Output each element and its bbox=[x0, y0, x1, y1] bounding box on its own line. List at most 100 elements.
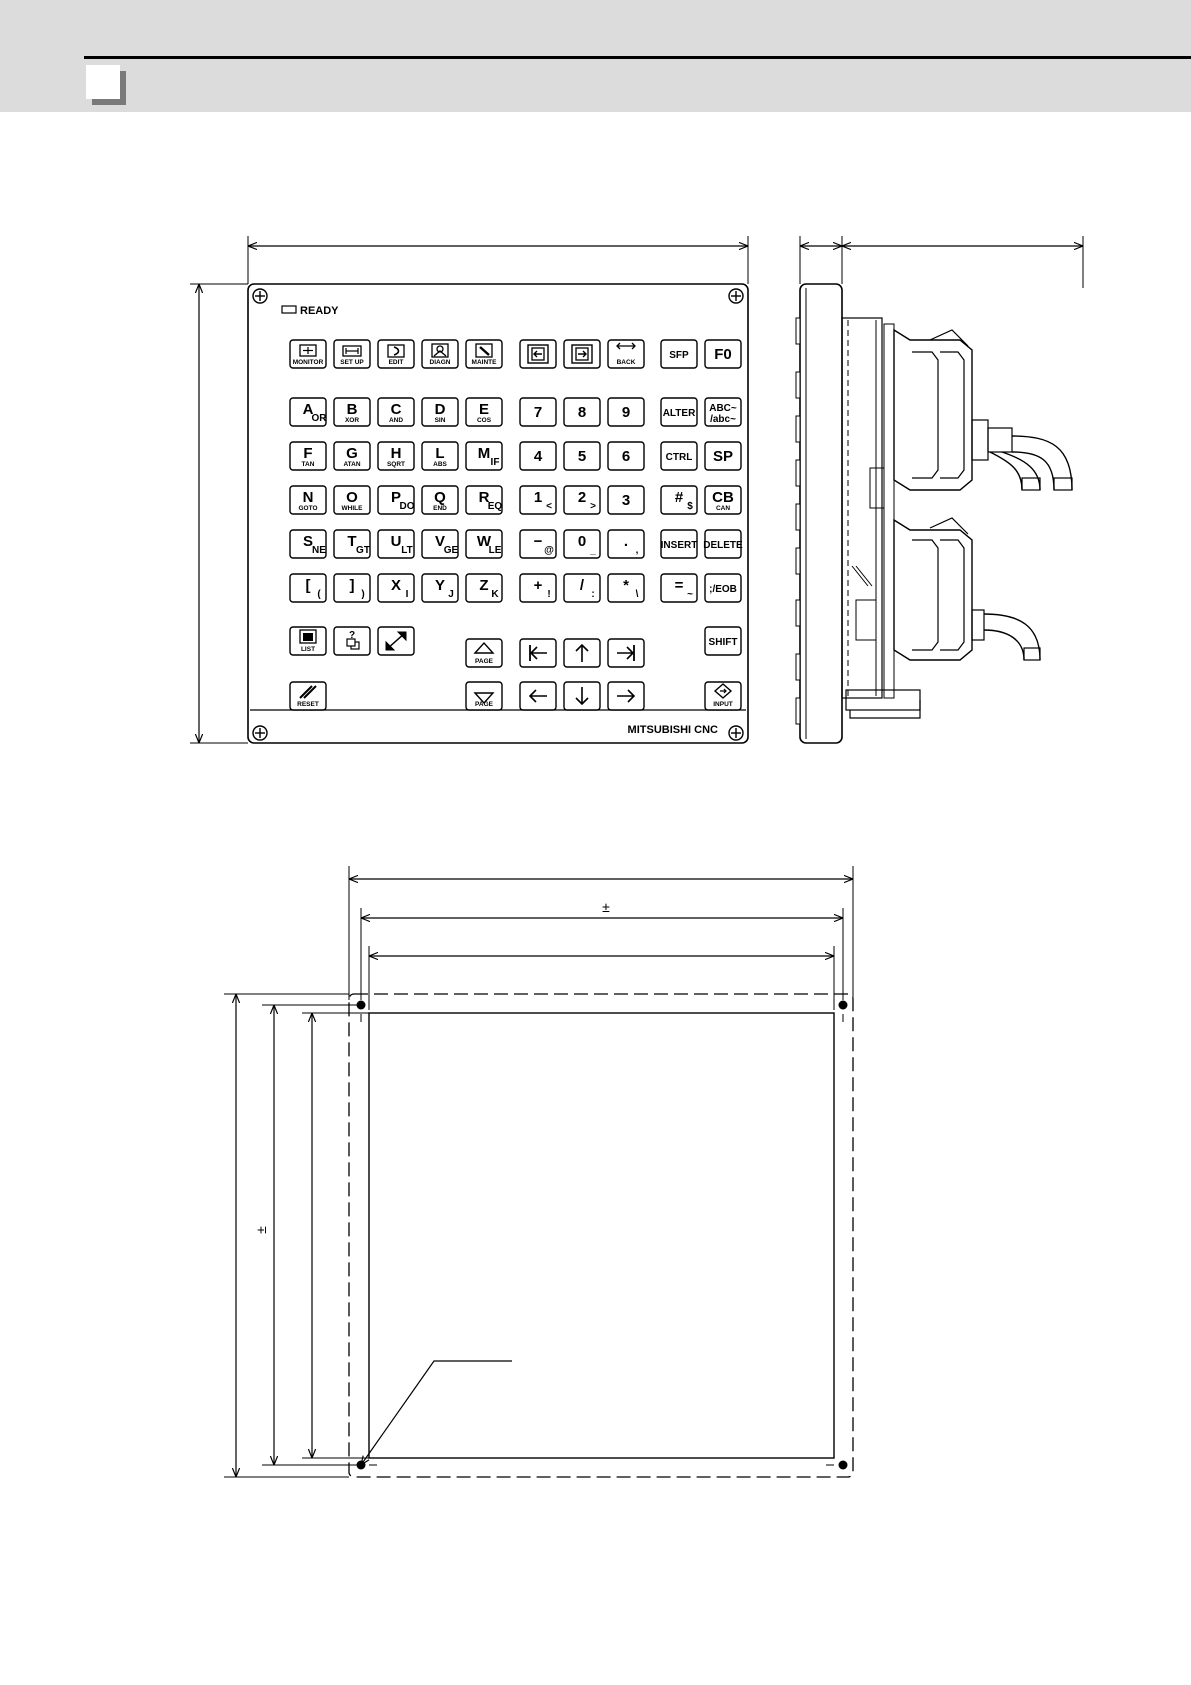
key-setup[interactable]: SET UP bbox=[333, 339, 371, 369]
key-sublabel: OR bbox=[312, 413, 328, 424]
key-asterisk[interactable]: *\ bbox=[607, 573, 645, 603]
key-3[interactable]: 3 bbox=[607, 485, 645, 515]
key-minus[interactable]: −@ bbox=[519, 529, 557, 559]
key-7[interactable]: 7 bbox=[519, 397, 557, 427]
key-abc[interactable]: ABC~/abc~ bbox=[704, 397, 742, 427]
key-sp[interactable]: SP bbox=[704, 441, 742, 471]
key-label: = bbox=[675, 577, 684, 594]
key-dot[interactable]: ., bbox=[607, 529, 645, 559]
back-arrows-icon bbox=[616, 342, 636, 350]
key-shift[interactable]: SHIFT bbox=[704, 626, 742, 656]
key-sublabel: XOR bbox=[345, 417, 359, 424]
key-w[interactable]: WLE bbox=[465, 529, 503, 559]
key-eob[interactable]: ;/EOB bbox=[704, 573, 742, 603]
key-sublabel: TAN bbox=[302, 461, 315, 468]
key-m[interactable]: MIF bbox=[465, 441, 503, 471]
key-reset[interactable]: RESET bbox=[289, 681, 327, 711]
key-back[interactable]: BACK bbox=[607, 339, 645, 369]
key-sublabel: SIN bbox=[435, 417, 446, 424]
key-monitor[interactable]: MONITOR bbox=[289, 339, 327, 369]
key-z[interactable]: ZK bbox=[465, 573, 503, 603]
jump-left-icon bbox=[529, 645, 547, 661]
key-sublabel: LIST bbox=[301, 646, 315, 653]
key-8[interactable]: 8 bbox=[563, 397, 601, 427]
key-diagn[interactable]: DIAGN bbox=[421, 339, 459, 369]
key-label: ABC~ bbox=[709, 403, 737, 414]
key-rbracket[interactable]: ]) bbox=[333, 573, 371, 603]
key-sublabel: IF bbox=[491, 457, 500, 468]
key-help[interactable]: ? bbox=[333, 626, 371, 656]
screw-icon bbox=[728, 288, 744, 304]
key-resize[interactable] bbox=[377, 626, 415, 656]
key-alter[interactable]: ALTER bbox=[660, 397, 698, 427]
key-9[interactable]: 9 bbox=[607, 397, 645, 427]
key-5[interactable]: 5 bbox=[563, 441, 601, 471]
key-sublabel: GT bbox=[356, 545, 370, 556]
header-rule bbox=[84, 56, 1191, 59]
key-slash[interactable]: /: bbox=[563, 573, 601, 603]
key-label: O bbox=[346, 489, 358, 506]
key-6[interactable]: 6 bbox=[607, 441, 645, 471]
key-insert[interactable]: INSERT bbox=[660, 529, 698, 559]
key-plus[interactable]: +! bbox=[519, 573, 557, 603]
key-equals[interactable]: =~ bbox=[660, 573, 698, 603]
key-end[interactable] bbox=[607, 638, 645, 668]
key-2[interactable]: 2> bbox=[563, 485, 601, 515]
key-list[interactable]: LIST bbox=[289, 626, 327, 656]
key-x[interactable]: XI bbox=[377, 573, 415, 603]
key-right[interactable] bbox=[607, 681, 645, 711]
key-0[interactable]: 0_ bbox=[563, 529, 601, 559]
key-sublabel: ( bbox=[317, 589, 321, 600]
key-up[interactable] bbox=[563, 638, 601, 668]
key-4[interactable]: 4 bbox=[519, 441, 557, 471]
key-sublabel: MONITOR bbox=[293, 359, 324, 366]
key-sublabel: GOTO bbox=[298, 505, 317, 512]
key-s[interactable]: SNE bbox=[289, 529, 327, 559]
key-edit[interactable]: EDIT bbox=[377, 339, 415, 369]
key-label: 8 bbox=[578, 404, 586, 421]
key-r[interactable]: REQ bbox=[465, 485, 503, 515]
key-1[interactable]: 1< bbox=[519, 485, 557, 515]
key-label: − bbox=[534, 533, 543, 550]
key-t[interactable]: TGT bbox=[333, 529, 371, 559]
jump-right-icon bbox=[617, 645, 635, 661]
key-lbracket[interactable]: [( bbox=[289, 573, 327, 603]
key-window-right[interactable] bbox=[563, 339, 601, 369]
key-p[interactable]: PDO bbox=[377, 485, 415, 515]
mounting-bracket bbox=[883, 323, 895, 699]
key-label: G bbox=[346, 445, 358, 462]
key-sublabel: $ bbox=[687, 501, 693, 512]
key-sublabel: PAGE bbox=[475, 701, 494, 708]
key-u[interactable]: ULT bbox=[377, 529, 415, 559]
key-input[interactable]: INPUT bbox=[704, 681, 742, 711]
key-down[interactable] bbox=[563, 681, 601, 711]
key-window-left[interactable] bbox=[519, 339, 557, 369]
key-ctrl[interactable]: CTRL bbox=[660, 441, 698, 471]
key-home[interactable] bbox=[519, 638, 557, 668]
key-y[interactable]: YJ bbox=[421, 573, 459, 603]
key-f0[interactable]: F0 bbox=[704, 339, 742, 369]
key-a[interactable]: AOR bbox=[289, 397, 328, 427]
key-page-up[interactable]: PAGE bbox=[465, 638, 503, 668]
key-page-down[interactable]: PAGE bbox=[465, 681, 503, 711]
hole-leader-line bbox=[361, 1360, 512, 1465]
key-mainte[interactable]: MAINTE bbox=[465, 339, 503, 369]
key-left[interactable] bbox=[519, 681, 557, 711]
key-v[interactable]: VGE bbox=[421, 529, 459, 559]
key-hash[interactable]: #$ bbox=[660, 485, 698, 515]
key-sfp[interactable]: SFP bbox=[660, 339, 698, 369]
key-label: SHIFT bbox=[709, 637, 738, 648]
key-delete[interactable]: DELETE bbox=[703, 529, 743, 559]
